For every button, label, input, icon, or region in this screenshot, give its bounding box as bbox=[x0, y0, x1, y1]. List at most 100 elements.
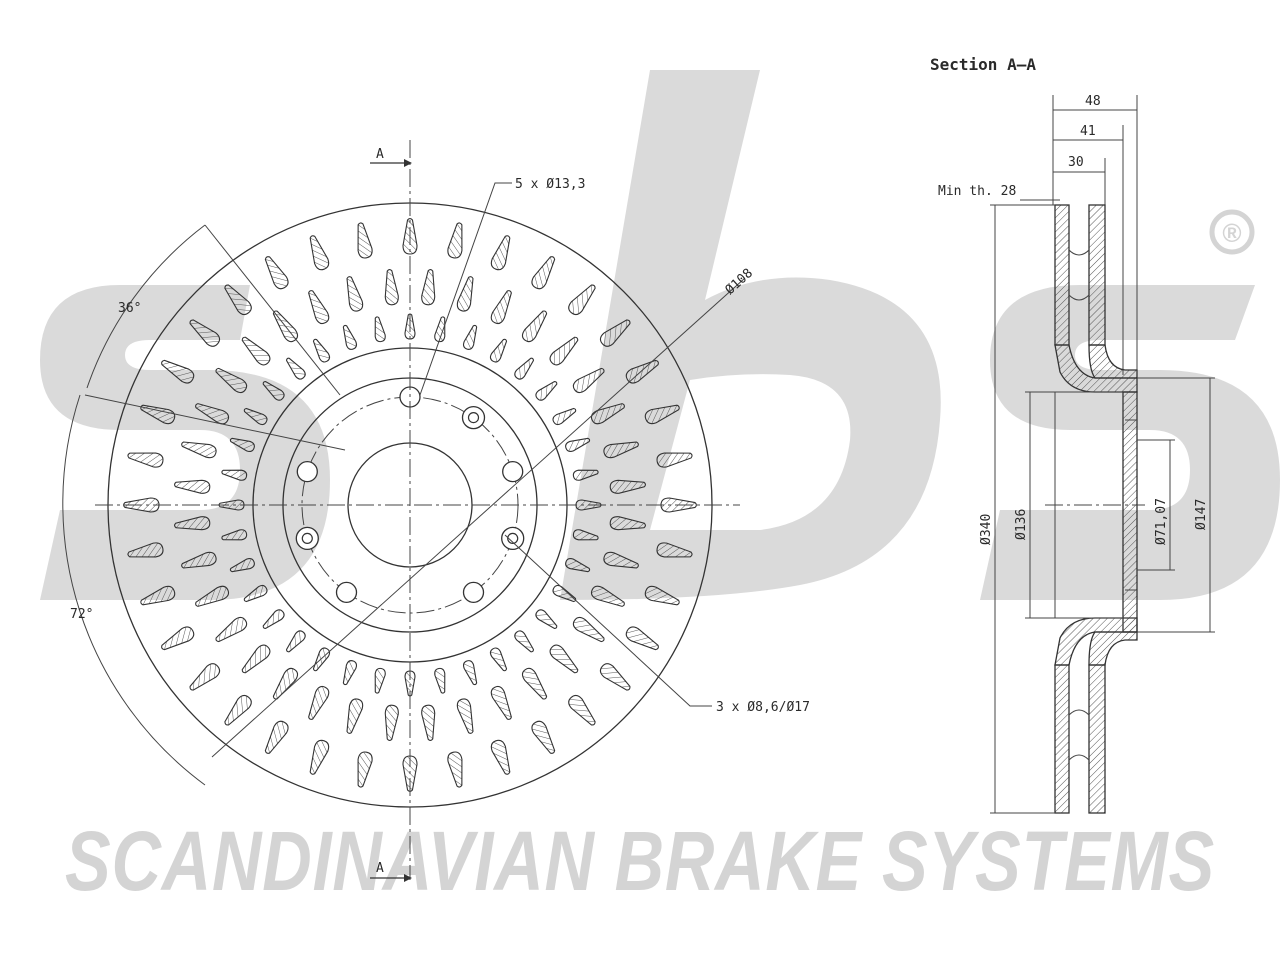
vent-slot bbox=[625, 626, 659, 651]
vent-slot bbox=[656, 452, 693, 468]
vent-slot bbox=[609, 479, 646, 494]
bolt-hole-leader bbox=[419, 182, 512, 396]
vent-slot bbox=[140, 585, 176, 606]
vent-slot bbox=[374, 316, 386, 343]
bolt-hole bbox=[335, 581, 358, 604]
bolt-hole bbox=[502, 460, 524, 483]
pcd-leader-line bbox=[211, 277, 746, 758]
vent-ribs bbox=[1068, 249, 1090, 761]
dim-min-thickness: Min th. 28 bbox=[938, 184, 1016, 199]
vent-slot bbox=[535, 380, 558, 401]
vent-slot bbox=[181, 551, 217, 569]
bolt-holes bbox=[295, 386, 525, 604]
vent-slot bbox=[462, 324, 478, 350]
secondary-holes-leader bbox=[504, 534, 712, 707]
vent-slot bbox=[521, 667, 548, 700]
vent-slot bbox=[656, 542, 693, 558]
vent-slot bbox=[243, 584, 268, 603]
vent-slot bbox=[221, 469, 248, 481]
vent-slot bbox=[224, 694, 252, 726]
vent-slot bbox=[195, 585, 230, 607]
secondary-hole-inner bbox=[467, 412, 480, 424]
vent-slot bbox=[229, 437, 255, 453]
vent-slot bbox=[590, 585, 625, 607]
vent-slot bbox=[549, 336, 579, 366]
angle-36-label: 36° bbox=[118, 301, 141, 316]
vent-slot bbox=[531, 720, 556, 754]
vent-slot bbox=[229, 557, 255, 573]
vent-slot bbox=[241, 644, 271, 674]
dim-hat-diameter: Ø147 bbox=[1194, 499, 1209, 530]
vent-slot bbox=[346, 698, 364, 734]
vent-slot bbox=[264, 256, 289, 290]
vent-slot bbox=[312, 647, 331, 672]
vent-slot bbox=[384, 269, 399, 306]
bolt-hole bbox=[296, 460, 318, 483]
vent-slot bbox=[572, 616, 605, 643]
secondary-holes-callout: 3 x Ø8,6/Ø17 bbox=[716, 700, 810, 715]
dim-disc-thickness: 30 bbox=[1068, 155, 1084, 170]
section-marker-top: A bbox=[376, 147, 384, 162]
vent-slot bbox=[490, 290, 512, 325]
vent-slot bbox=[514, 357, 535, 380]
dim-total-width: 48 bbox=[1085, 94, 1101, 109]
watermark-logo: ® bbox=[40, 70, 1280, 600]
section-view: Section A–A 48 41 30 Min th. 28 bbox=[930, 55, 1215, 814]
vent-slot bbox=[384, 704, 399, 741]
vent-slot bbox=[552, 407, 577, 426]
secondary-hole bbox=[461, 405, 486, 430]
vent-slot bbox=[599, 319, 631, 347]
vent-slot bbox=[195, 403, 230, 425]
dim-hat-depth: 41 bbox=[1080, 124, 1096, 139]
bolt-holes-callout: 5 x Ø13,3 bbox=[515, 177, 585, 192]
vent-slot bbox=[357, 222, 373, 259]
vent-slot bbox=[456, 276, 474, 312]
registered-mark: ® bbox=[1222, 218, 1241, 248]
bolt-hole bbox=[462, 581, 485, 604]
vent-slot bbox=[264, 720, 289, 754]
vent-slot bbox=[603, 441, 639, 459]
vent-slot bbox=[599, 663, 631, 691]
vent-slot bbox=[285, 630, 306, 653]
vent-slot bbox=[161, 626, 195, 651]
vent-slot bbox=[421, 704, 436, 741]
section-title: Section A–A bbox=[930, 55, 1036, 74]
vent-slot bbox=[342, 324, 358, 350]
vent-slot bbox=[644, 585, 680, 606]
vent-slot bbox=[434, 667, 446, 694]
section-marker-bottom: A bbox=[376, 861, 384, 876]
vent-slot bbox=[644, 404, 680, 425]
vent-slot bbox=[590, 403, 625, 425]
vent-slot bbox=[243, 407, 268, 426]
vent-slot bbox=[490, 739, 511, 775]
vent-slot bbox=[312, 338, 331, 363]
vent-slot bbox=[447, 751, 463, 788]
vent-slot bbox=[262, 609, 285, 630]
vent-slot bbox=[489, 338, 508, 363]
vent-slot bbox=[490, 685, 512, 720]
vent-slot bbox=[434, 316, 446, 343]
vent-slot bbox=[215, 367, 248, 394]
vent-slot bbox=[456, 698, 474, 734]
brand-watermark-text: SCANDINAVIAN BRAKE SYSTEMS bbox=[65, 814, 1215, 908]
vent-slot bbox=[572, 529, 599, 541]
vent-slot bbox=[174, 479, 211, 494]
vent-slot bbox=[565, 437, 591, 453]
vent-slot bbox=[565, 557, 591, 573]
vent-slot bbox=[421, 269, 436, 306]
secondary-hole-inner bbox=[301, 532, 313, 545]
vent-slot bbox=[346, 276, 364, 312]
secondary-hole bbox=[295, 526, 319, 551]
vent-slot bbox=[531, 256, 556, 290]
vent-slot bbox=[572, 469, 599, 481]
vent-slot bbox=[603, 551, 639, 569]
angle-72-label: 72° bbox=[70, 607, 93, 622]
dim-center-bore: Ø71,07 bbox=[1154, 498, 1169, 545]
vent-slot bbox=[514, 630, 535, 653]
vent-slot bbox=[308, 290, 330, 325]
vent-slot bbox=[549, 644, 579, 674]
vent-slot bbox=[342, 660, 358, 686]
vent-slot bbox=[272, 667, 299, 700]
vent-slot bbox=[568, 284, 596, 316]
